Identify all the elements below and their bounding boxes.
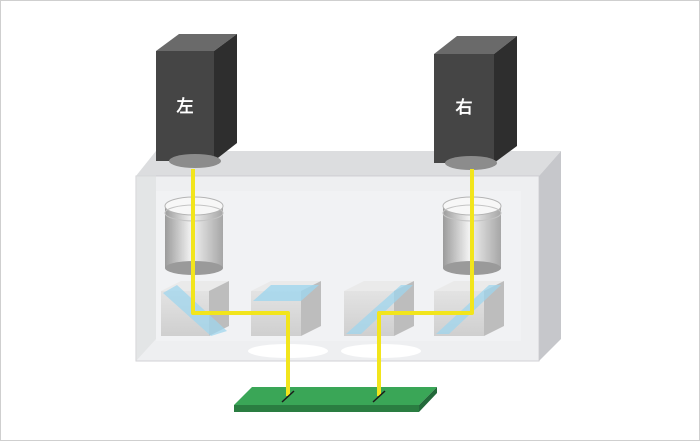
prism-cube-3-mirror [346,285,413,334]
right-camera-top [434,36,517,54]
prism-cube-4 [434,281,504,336]
light-paths [191,169,474,396]
housing-right-face [539,151,561,361]
left-camera: 左 [156,34,237,168]
prism-cube-3-top [344,281,414,291]
left-camera-side [214,34,237,161]
left-light-path [191,169,290,396]
prism-cube-2 [251,281,321,336]
left-camera-top [156,34,237,51]
prism-cube-2-mirror [253,285,319,301]
left-camera-mount [169,154,221,168]
left-camera-label: 左 [177,96,194,117]
circuit-board [234,387,437,412]
left-target-mark [281,390,295,403]
right-camera-side [494,36,517,163]
right-light-path [377,169,474,396]
right-camera: 右 [434,36,517,170]
right-target-mark [372,390,386,403]
circuit-board-top [234,387,437,405]
circuit-board-side [419,387,437,412]
housing-left-edge [136,151,156,361]
right-camera-mount [445,156,497,170]
right-camera-front [434,54,494,163]
circuit-board-edge [234,405,419,412]
prism-cube-4-mirror [436,285,501,334]
right-camera-label: 右 [456,97,473,118]
left-camera-front [156,51,214,161]
